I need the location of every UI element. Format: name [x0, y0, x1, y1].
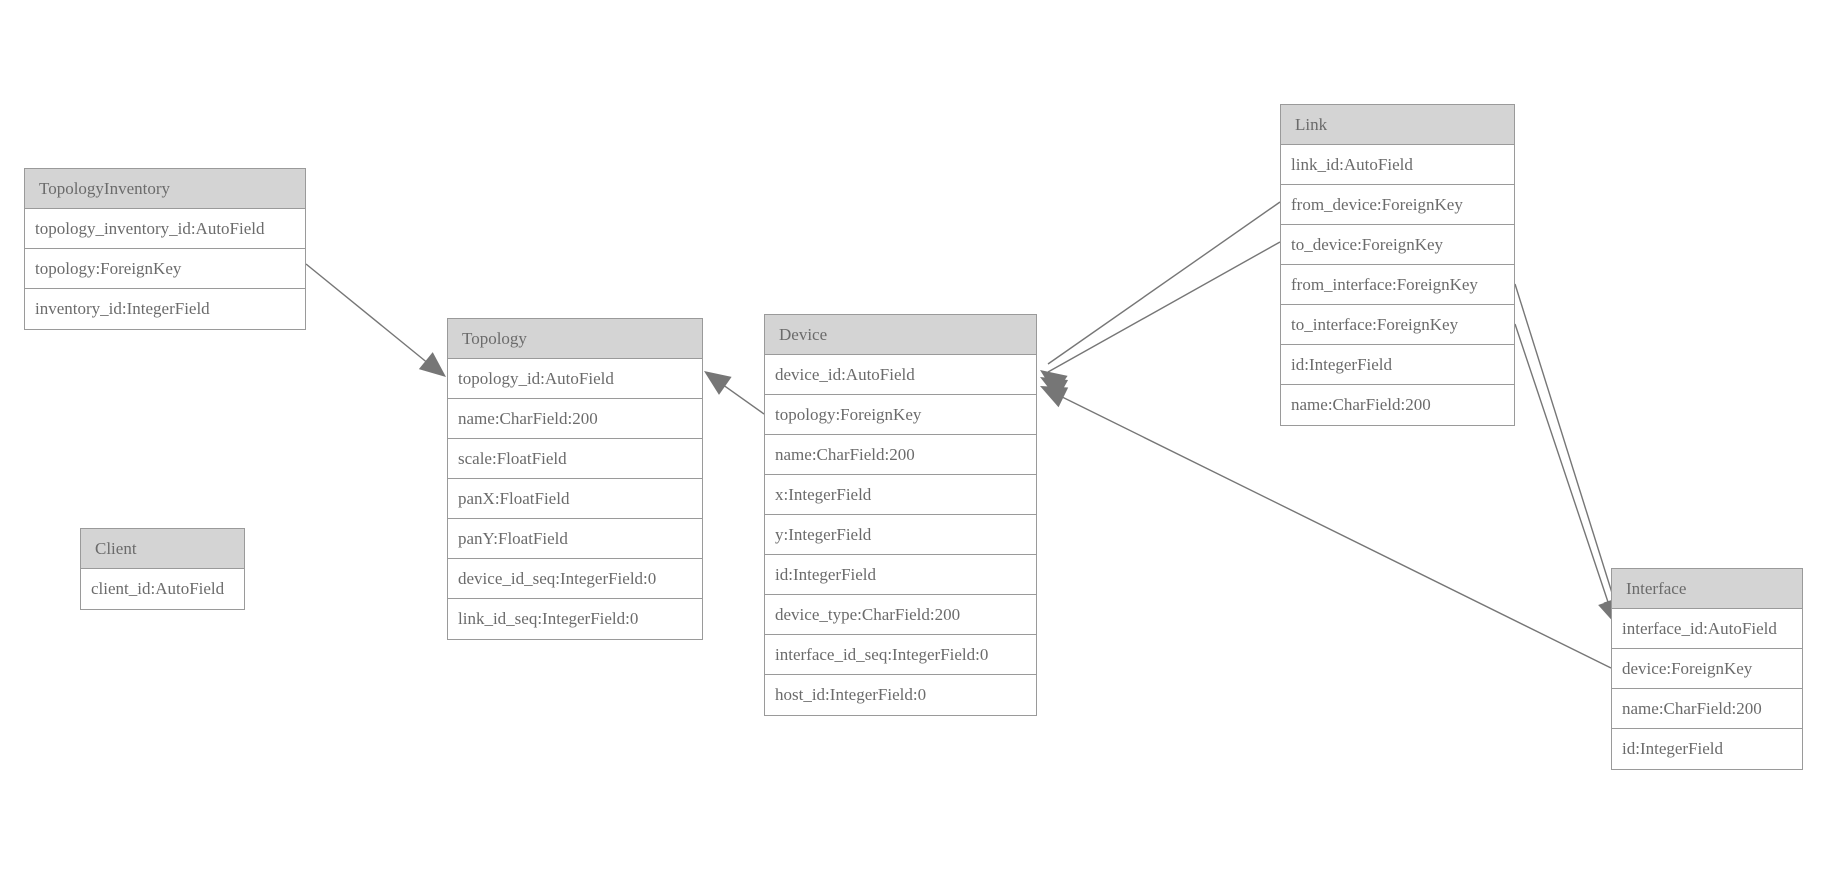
entity-title-link: Link: [1281, 105, 1514, 145]
entity-field: from_interface:ForeignKey: [1281, 265, 1514, 305]
entity-title-topology: Topology: [448, 319, 702, 359]
rel-device-topology: [704, 371, 765, 415]
entity-title-interface: Interface: [1612, 569, 1802, 609]
relationship-arrowhead: [1040, 377, 1069, 400]
entity-field: panX:FloatField: [448, 479, 702, 519]
relationship-line: [1047, 201, 1281, 365]
rel-link-to-device: [1040, 241, 1281, 400]
entity-field: interface_id_seq:IntegerField:0: [765, 635, 1036, 675]
entity-field: client_id:AutoField: [91, 579, 225, 598]
entity-field: topology:ForeignKey: [765, 395, 1036, 435]
relationship-line: [1047, 389, 1612, 669]
entity-field-list-client: client_id:AutoField: [81, 569, 244, 609]
rel-link-from-device: [1040, 201, 1281, 394]
relationship-arrowhead: [1040, 386, 1069, 408]
entity-field: topology_id:AutoField: [448, 359, 702, 399]
entity-field: name:CharField:200: [765, 435, 1036, 475]
rel-topologyinventory-topology: [305, 263, 446, 377]
entity-field: from_device:ForeignKey: [1281, 185, 1514, 225]
entity-field: topology_inventory_id:AutoField: [25, 209, 305, 249]
entity-field: device_id_seq:IntegerField:0: [448, 559, 702, 599]
relationship-line: [1514, 283, 1619, 613]
entity-field: device_id:AutoField: [765, 355, 1036, 395]
entity-field: name:CharField:200: [448, 399, 702, 439]
entity-field: device:ForeignKey: [1612, 649, 1802, 689]
relationship-line: [711, 376, 765, 415]
relationship-arrowhead: [1040, 370, 1068, 394]
entity-client[interactable]: Client client_id:AutoField: [80, 528, 245, 610]
relationship-line: [1047, 241, 1281, 373]
entity-field: device_type:CharField:200: [765, 595, 1036, 635]
entity-field: id:IntegerField: [1622, 739, 1724, 758]
entity-field: link_id:AutoField: [1281, 145, 1514, 185]
entity-field: id:IntegerField: [1281, 345, 1514, 385]
entity-field: to_interface:ForeignKey: [1281, 305, 1514, 345]
relationship-line: [305, 263, 441, 374]
entity-field: name:CharField:200: [1612, 689, 1802, 729]
relationship-line: [1514, 323, 1613, 615]
entity-field: scale:FloatField: [448, 439, 702, 479]
entity-field: to_device:ForeignKey: [1281, 225, 1514, 265]
entity-field: link_id_seq:IntegerField:0: [458, 609, 639, 628]
entity-field: inventory_id:IntegerField: [35, 299, 210, 318]
entity-field: id:IntegerField: [765, 555, 1036, 595]
entity-title-topology_inventory: TopologyInventory: [25, 169, 305, 209]
entity-field: interface_id:AutoField: [1612, 609, 1802, 649]
entity-field: host_id:IntegerField:0: [775, 685, 927, 704]
entity-field: x:IntegerField: [765, 475, 1036, 515]
entity-field: panY:FloatField: [448, 519, 702, 559]
entity-title-client: Client: [81, 529, 244, 569]
entity-field: topology:ForeignKey: [25, 249, 305, 289]
entity-field: y:IntegerField: [765, 515, 1036, 555]
entity-title-device: Device: [765, 315, 1036, 355]
entity-field: name:CharField:200: [1291, 395, 1431, 414]
